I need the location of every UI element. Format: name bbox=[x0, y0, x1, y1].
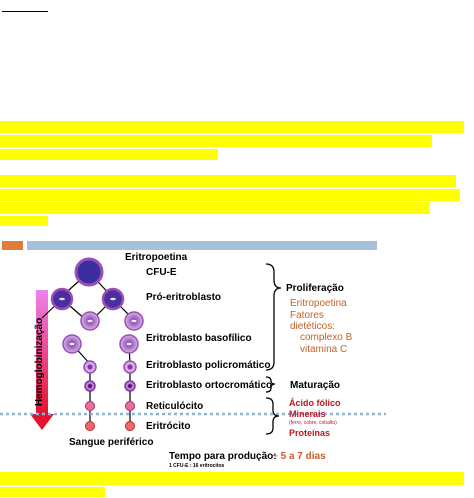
factor-complexo-b: complexo B bbox=[300, 332, 353, 343]
erythropoietin-label: Eritropoetina bbox=[125, 252, 188, 263]
maturation-label: Maturação bbox=[290, 380, 341, 391]
erythrocyte-cells bbox=[85, 421, 135, 431]
pro-erythroblast-label: Pró-eritroblasto bbox=[146, 292, 222, 303]
highlight-strip bbox=[0, 149, 218, 160]
polychromatic-erythroblast-label: Eritroblasto policromático bbox=[146, 360, 271, 371]
peripheral-blood-label: Sangue periférico bbox=[69, 437, 154, 448]
production-time-label: Tempo para produção: bbox=[169, 451, 277, 462]
highlight-strip bbox=[0, 135, 432, 147]
slide-header-bar bbox=[27, 241, 377, 250]
highlight-strip bbox=[0, 216, 48, 226]
highlight-strip bbox=[0, 121, 464, 133]
polychromatic-erythroblast-cells bbox=[83, 360, 137, 374]
erythrocyte-label: Eritrócito bbox=[146, 421, 191, 432]
factor-erythropoietin: Eritropoetina bbox=[290, 298, 347, 309]
factor-vitamina-c: vitamina C bbox=[300, 344, 348, 355]
production-time-value: ~ 5 a 7 dias bbox=[272, 451, 326, 462]
highlight-strip bbox=[0, 472, 464, 485]
reticulocyte-label: Reticulócito bbox=[146, 401, 204, 412]
highlight-strip bbox=[0, 189, 460, 201]
highlight-strip bbox=[0, 175, 456, 187]
cfu-e-label: CFU-E bbox=[146, 267, 177, 278]
highlight-strip bbox=[0, 487, 105, 497]
basophilic-erythroblast-cells bbox=[62, 311, 144, 354]
cfu-e-cell bbox=[74, 257, 104, 287]
basophilic-erythroblast-label: Eritroblasto basofílico bbox=[146, 333, 252, 344]
maturation-brace bbox=[265, 376, 276, 393]
pro-erythroblast-cells bbox=[50, 287, 125, 311]
top-rule bbox=[2, 11, 48, 12]
hemoglobinization-arrow bbox=[30, 290, 54, 430]
proliferation-label: Proliferação bbox=[286, 283, 344, 294]
orthochromatic-erythroblast-label: Eritroblasto ortocromático bbox=[146, 380, 273, 391]
highlight-strip bbox=[0, 202, 430, 214]
factors-brace bbox=[265, 397, 280, 435]
factor-minerais-detail: (ferro, cobre, cobalto) bbox=[289, 420, 337, 426]
factor-acido-folico: Ácido fólico bbox=[289, 398, 341, 408]
slide-header-accent bbox=[2, 241, 23, 250]
factor-minerais: Minerais bbox=[289, 409, 326, 419]
production-ratio: 1 CFU-E : 16 eritrocitos bbox=[169, 463, 225, 469]
factor-fatores: Fatores bbox=[290, 310, 324, 321]
factor-proteinas: Proteínas bbox=[289, 428, 331, 438]
factor-dieteticos: dietéticos: bbox=[290, 321, 336, 332]
reticulocyte-cells bbox=[85, 401, 135, 411]
proliferation-brace bbox=[265, 263, 282, 371]
orthochromatic-erythroblast-cells bbox=[84, 380, 136, 392]
hemoglobinization-label: Hemoglobinização bbox=[34, 318, 45, 406]
